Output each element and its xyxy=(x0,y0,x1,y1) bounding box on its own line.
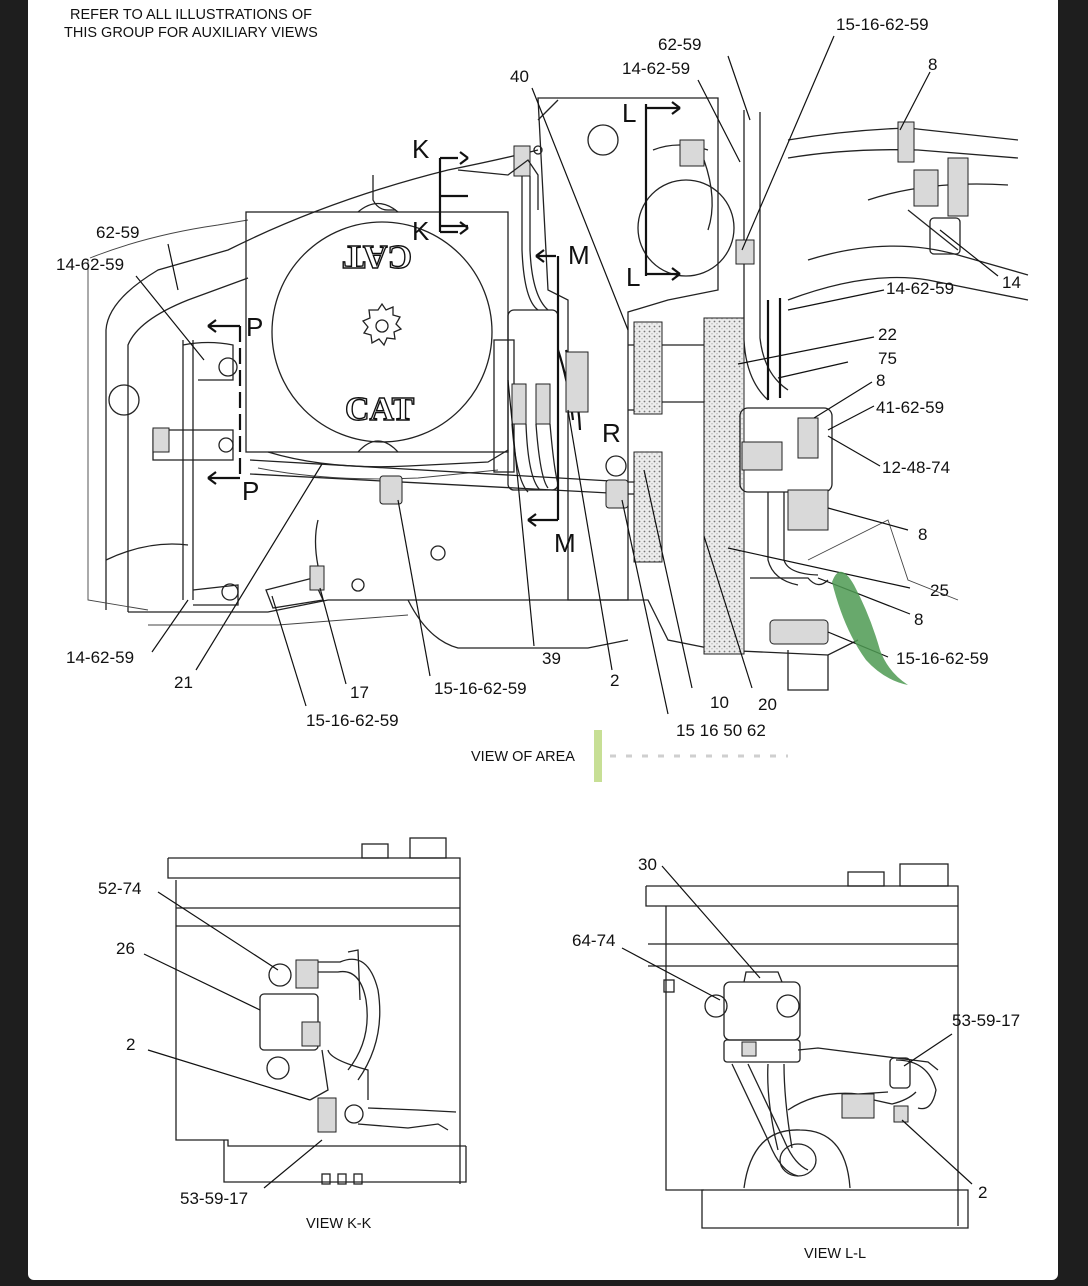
kk-callout-2: 2 xyxy=(126,1035,135,1054)
callout-39: 39 xyxy=(542,649,561,668)
section-markers: K K L L M M P P R xyxy=(207,98,681,558)
callout-10: 10 xyxy=(710,693,729,712)
green-highlight-mark xyxy=(594,730,602,782)
drawing-sheet: REFER TO ALL ILLUSTRATIONS OF THIS GROUP… xyxy=(28,0,1058,1280)
callout-14-62-59-right: 14-62-59 xyxy=(886,279,954,298)
engine-outline xyxy=(87,149,1029,691)
callout-12-48-74: 12-48-74 xyxy=(882,458,950,477)
main-view-caption: VIEW OF AREA xyxy=(471,749,575,765)
callout-20: 20 xyxy=(758,695,777,714)
gear-symbol xyxy=(361,302,403,347)
section-p-top: P xyxy=(246,312,263,342)
callout-75: 75 xyxy=(878,349,897,368)
kk-caption: VIEW K-K xyxy=(306,1216,372,1232)
view-ll: 30 64-74 53-59-17 2 VIEW L-L xyxy=(572,855,1020,1262)
reference-note-line2: THIS GROUP FOR AUXILIARY VIEWS xyxy=(64,25,318,41)
callout-40: 40 xyxy=(510,67,529,86)
green-leaf-artifact xyxy=(832,571,908,685)
callout-22: 22 xyxy=(878,325,897,344)
view-kk: 52-74 26 2 53-59-17 VIEW K-K xyxy=(98,837,467,1232)
section-m-bottom: M xyxy=(554,528,576,558)
ll-callout-64-74: 64-74 xyxy=(572,931,615,950)
callout-17: 17 xyxy=(350,683,369,702)
cat-logo: CAT xyxy=(345,391,415,428)
parts-diagram: REFER TO ALL ILLUSTRATIONS OF THIS GROUP… xyxy=(56,7,1029,1262)
callout-41-62-59: 41-62-59 xyxy=(876,398,944,417)
callout-2: 2 xyxy=(610,671,619,690)
callout-25: 25 xyxy=(930,581,949,600)
kk-callout-53-59-17: 53-59-17 xyxy=(180,1189,248,1208)
ll-callout-53-59-17: 53-59-17 xyxy=(952,1011,1020,1030)
ll-callout-2: 2 xyxy=(978,1183,987,1202)
ll-caption: VIEW L-L xyxy=(804,1246,866,1262)
gasket-pad-upper xyxy=(633,321,663,415)
callout-15-16-62-59-right: 15-16-62-59 xyxy=(896,649,989,668)
callout-14-62-59-bottom: 14-62-59 xyxy=(66,648,134,667)
callout-62-59-left: 62-59 xyxy=(96,223,139,242)
callout-21: 21 xyxy=(174,673,193,692)
wiring-harness xyxy=(152,110,1019,645)
callout-15-16-62-59-lower: 15-16-62-59 xyxy=(306,711,399,730)
gasket-pad-right xyxy=(703,317,745,655)
cat-logo-upside-down: CAT xyxy=(342,238,412,275)
callout-15-16-62-59-top: 15-16-62-59 xyxy=(836,15,929,34)
section-k-bottom: K xyxy=(412,216,430,246)
housing-cover: CAT CAT xyxy=(245,175,509,480)
callout-8-top: 8 xyxy=(928,55,937,74)
section-m-top: M xyxy=(568,240,590,270)
callout-8-right: 8 xyxy=(918,525,927,544)
gasket-pad-lower xyxy=(633,451,663,563)
callout-8-mid: 8 xyxy=(876,371,885,390)
callout-14-62-59-left: 14-62-59 xyxy=(56,255,124,274)
callout-15-16-50-62: 15 16 50 62 xyxy=(676,721,766,740)
callout-labels: 15-16-62-59 62-59 14-62-59 40 8 62-59 14… xyxy=(56,15,1021,740)
section-r: R xyxy=(602,418,621,448)
callout-14-62-59-top: 14-62-59 xyxy=(622,59,690,78)
callout-leaders xyxy=(135,35,999,715)
kk-callout-52-74: 52-74 xyxy=(98,879,141,898)
callout-8-low: 8 xyxy=(914,610,923,629)
callout-15-16-62-59-mid: 15-16-62-59 xyxy=(434,679,527,698)
callout-62-59-top: 62-59 xyxy=(658,35,701,54)
callout-14: 14 xyxy=(1002,273,1021,292)
section-k-top: K xyxy=(412,134,430,164)
section-l-top: L xyxy=(622,98,636,128)
section-l-bottom: L xyxy=(626,262,640,292)
reference-note-line1: REFER TO ALL ILLUSTRATIONS OF xyxy=(70,7,312,23)
section-p-bottom: P xyxy=(242,476,259,506)
ll-callout-30: 30 xyxy=(638,855,657,874)
kk-callout-26: 26 xyxy=(116,939,135,958)
